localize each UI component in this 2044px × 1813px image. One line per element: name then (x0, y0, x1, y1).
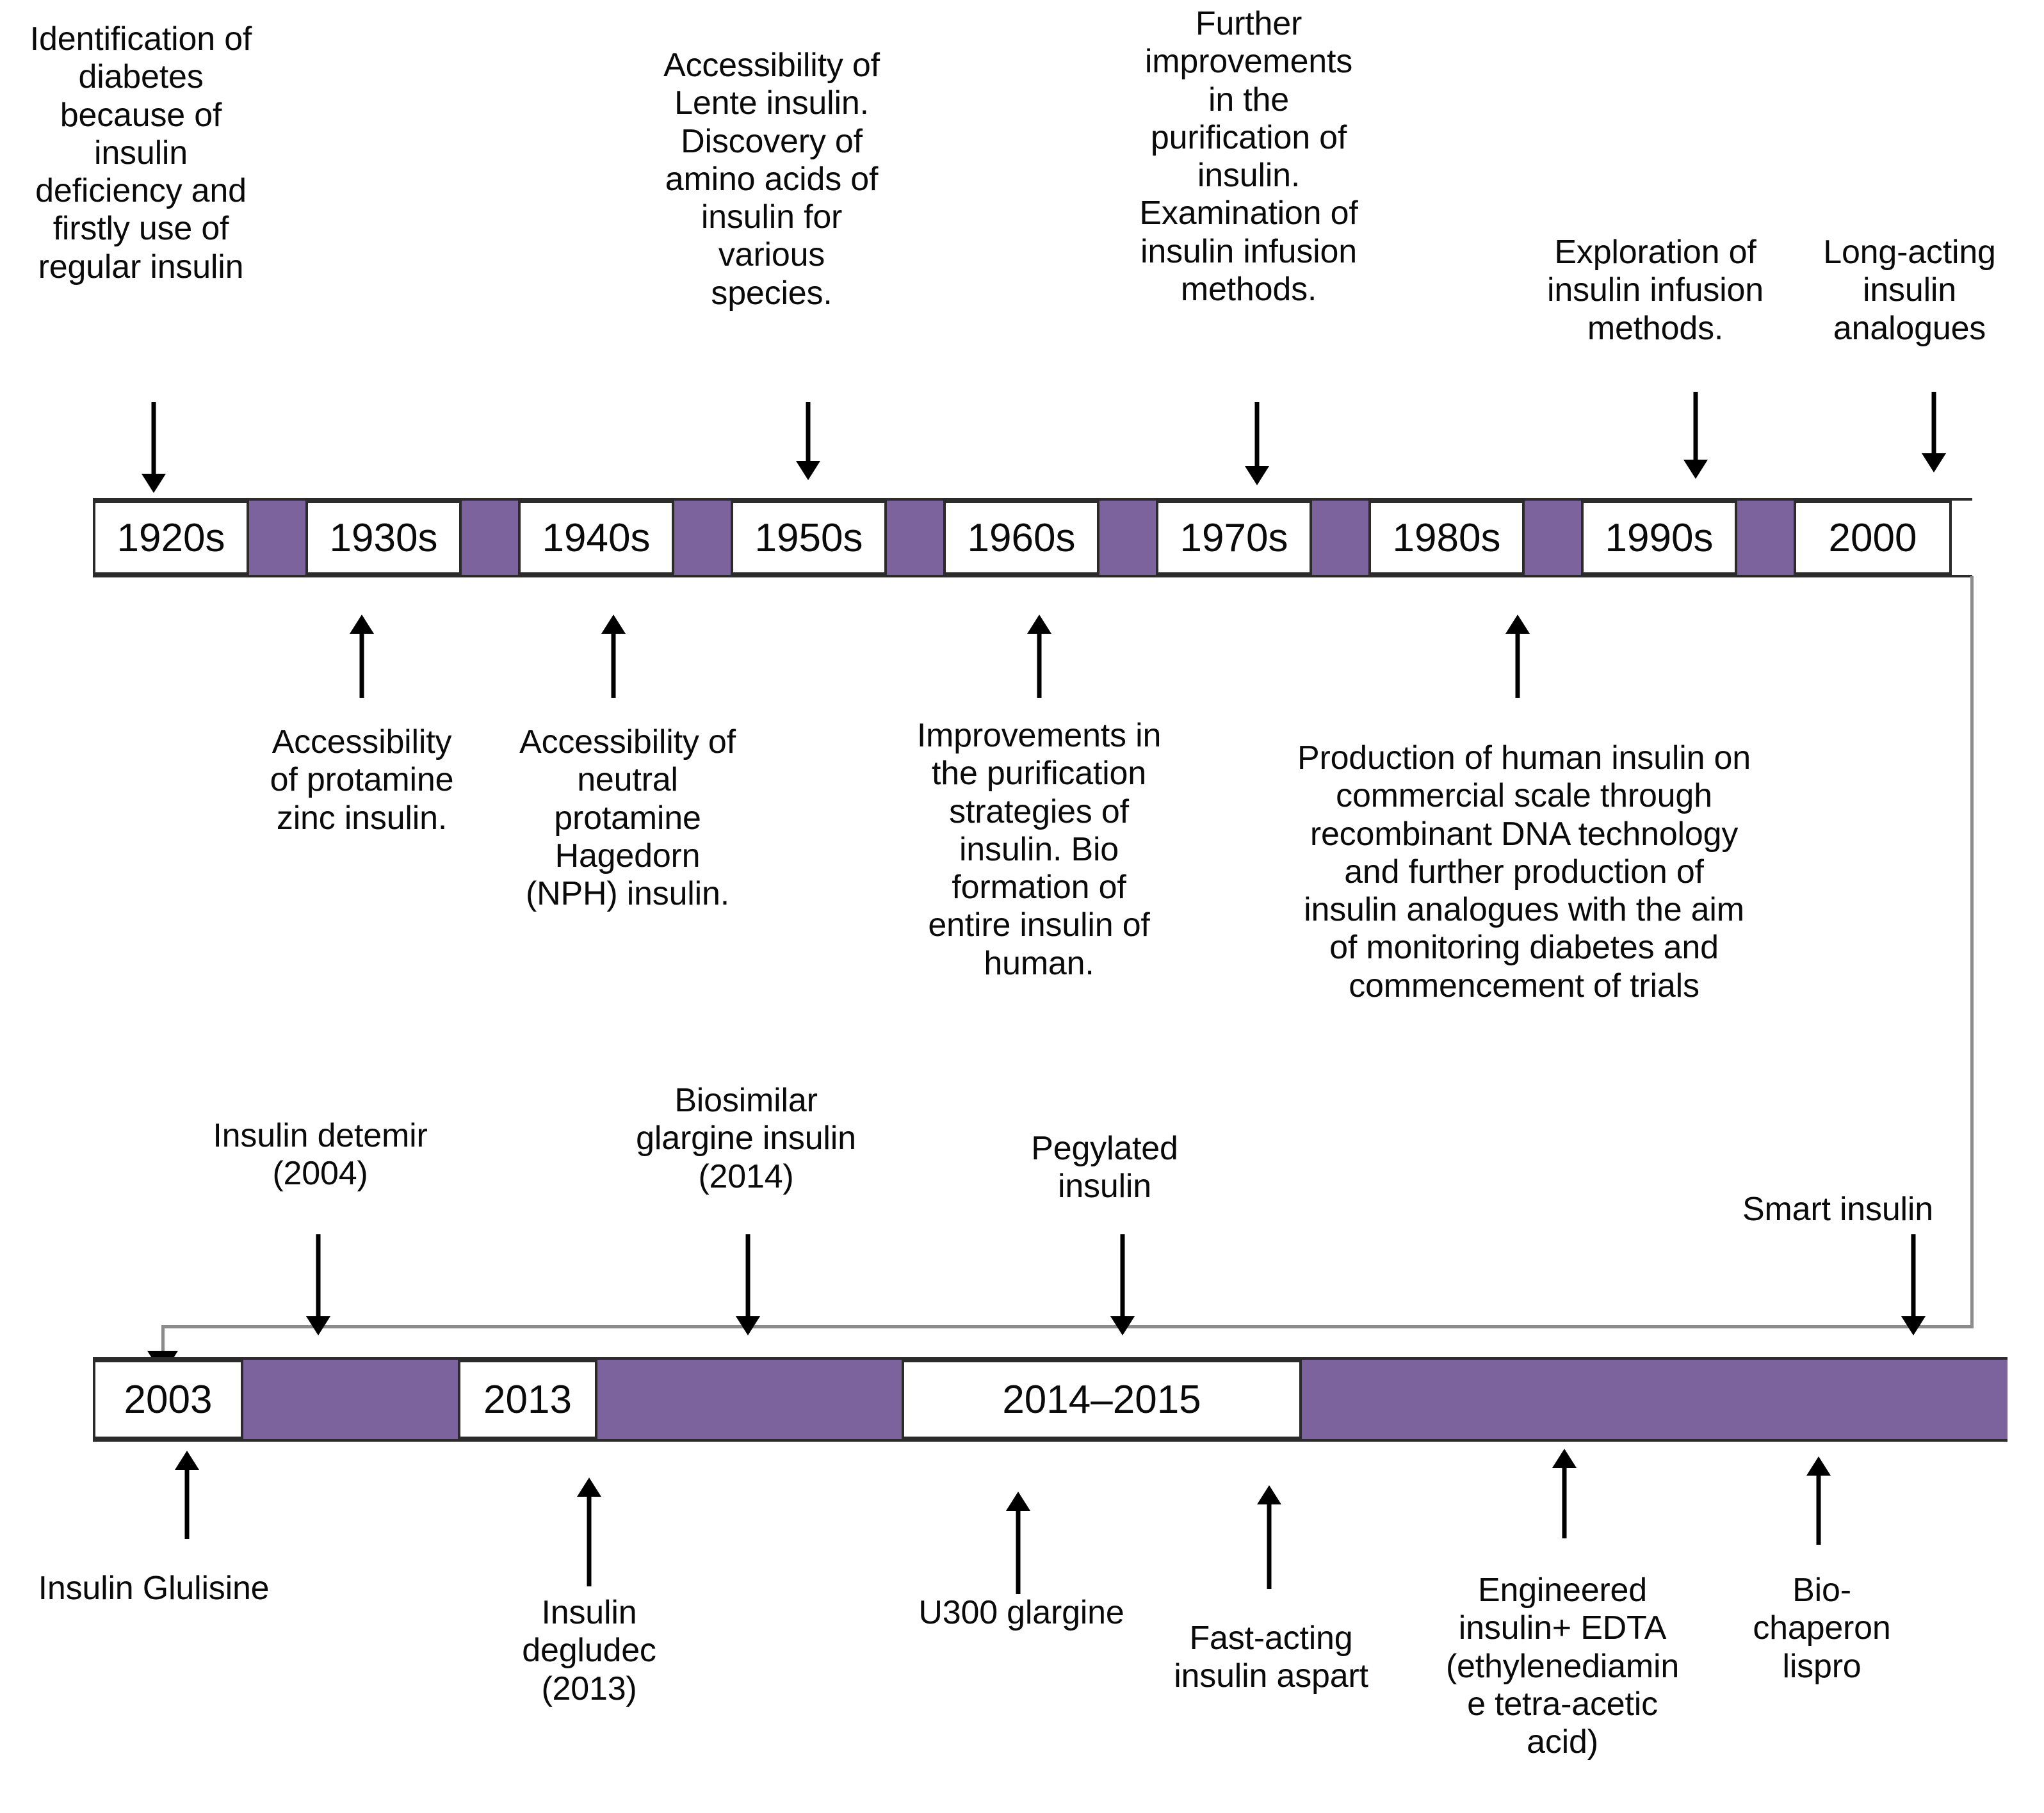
cell-label: 2014–2015 (1002, 1377, 1201, 1422)
timeline-top-cell-1960s[interactable]: 1960s (943, 501, 1099, 575)
timeline-bottom-cell-2014-2015[interactable]: 2014–2015 (902, 1360, 1302, 1439)
timeline-top-gap-6 (1312, 501, 1368, 575)
timeline-top-gap-8 (1737, 501, 1794, 575)
timeline-top-cell-1980s[interactable]: 1980s (1368, 501, 1525, 575)
timeline-bottom-gap-2 (597, 1360, 902, 1439)
cell-label: 1940s (542, 515, 651, 560)
cell-label: 1930s (329, 515, 438, 560)
cell-label: 1920s (117, 515, 225, 560)
connector-vertical-from-2000 (1970, 576, 1974, 1328)
annotation-u300-glargine: U300 glargine (918, 1594, 1124, 1631)
timeline-top-cell-1950s[interactable]: 1950s (731, 501, 887, 575)
annotation-1980s: Production of human insulin on commercia… (1297, 739, 1751, 1004)
annotation-1940s: Accessibility of neutral protamine Haged… (519, 723, 736, 913)
timeline-bottom-cell-2013[interactable]: 2013 (458, 1360, 597, 1439)
timeline-top-cell-1940s[interactable]: 1940s (518, 501, 674, 575)
connector-horizontal-to-2003 (161, 1325, 1974, 1328)
timeline-bottom-cell-2003[interactable]: 2003 (93, 1360, 243, 1439)
annotation-biosimilar-glargine: Biosimilar glargine insulin (2014) (636, 1082, 856, 1195)
connector-vertical-into-2003 (161, 1325, 165, 1356)
timeline-top-cell-2000[interactable]: 2000 (1794, 501, 1952, 575)
timeline-top-gap-2 (462, 501, 518, 575)
cell-label: 1950s (754, 515, 863, 560)
annotation-insulin-glulisine: Insulin Glulisine (38, 1570, 270, 1607)
cell-label: 1970s (1180, 515, 1288, 560)
cell-label: 2000 (1828, 515, 1917, 560)
annotation-pegylated-insulin: Pegylated insulin (1031, 1130, 1178, 1205)
cell-label: 1980s (1392, 515, 1501, 560)
timeline-bottom-gap-1 (243, 1360, 458, 1439)
timeline-top-gap-7 (1525, 501, 1581, 575)
annotation-1920s: Identification of diabetes because of in… (29, 20, 252, 286)
top-bar-underline (93, 575, 1972, 577)
annotation-2000: Long-acting insulin analogues (1823, 234, 1996, 347)
annotation-1950s: Accessibility of Lente insulin. Discover… (663, 47, 880, 312)
timeline-top-cell-1920s[interactable]: 1920s (93, 501, 249, 575)
annotation-insulin-degludec: Insulin degludec (2013) (522, 1594, 656, 1707)
cell-label: 2003 (124, 1377, 213, 1422)
timeline-top-cell-1990s[interactable]: 1990s (1581, 501, 1737, 575)
timeline-top-gap-5 (1099, 501, 1156, 575)
annotation-smart-insulin: Smart insulin (1742, 1191, 1933, 1228)
cell-label: 2013 (483, 1377, 572, 1422)
timeline-top-gap-3 (674, 501, 731, 575)
annotation-1930s: Accessibility of protamine zinc insulin. (270, 723, 454, 837)
bottom-bar-underline (93, 1439, 2008, 1442)
annotation-engineered-insulin-edta: Engineered insulin+ EDTA (ethylenediamin… (1445, 1572, 1680, 1761)
cell-label: 1960s (967, 515, 1076, 560)
annotation-1960s: Improvements in the purification strateg… (916, 717, 1162, 982)
annotation-insulin-detemir: Insulin detemir (2004) (213, 1117, 428, 1193)
timeline-bottom-gap-3 (1302, 1360, 2008, 1439)
annotation-fast-acting-aspart: Fast-acting insulin aspart (1174, 1620, 1368, 1695)
timeline-top-cell-1930s[interactable]: 1930s (305, 501, 462, 575)
top-bar-topline (93, 498, 1972, 501)
timeline-top-gap-1 (249, 501, 305, 575)
timeline-bottom: 2003 2013 2014–2015 (93, 1360, 2008, 1439)
timeline-top-gap-4 (887, 501, 943, 575)
timeline-top-cell-1970s[interactable]: 1970s (1156, 501, 1312, 575)
annotation-1970s: Further improvements in the purification… (1139, 5, 1358, 308)
timeline-top: 1920s 1930s 1940s 1950s 1960s 1970s 1980… (93, 501, 1972, 575)
annotation-bio-chaperon-lispro: Bio- chaperon lispro (1753, 1572, 1891, 1685)
annotation-1990s: Exploration of insulin infusion methods. (1547, 234, 1764, 347)
cell-label: 1990s (1605, 515, 1714, 560)
bottom-bar-topline (93, 1357, 2008, 1360)
